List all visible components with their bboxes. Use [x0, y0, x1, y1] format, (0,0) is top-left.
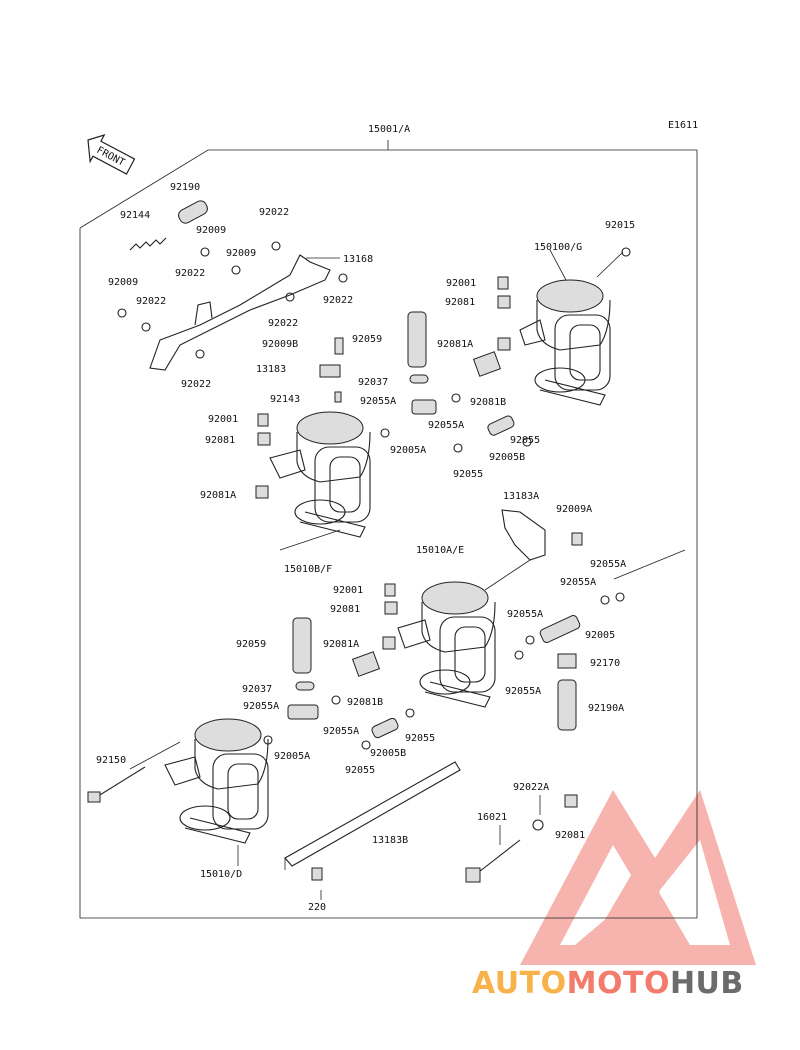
part-label: 92055A [505, 686, 541, 697]
bracket-13183a [501, 509, 546, 561]
part-label: 92022A [513, 782, 549, 793]
part-label: 92055A [428, 420, 464, 431]
part-label: 16021 [477, 812, 507, 823]
part-label: 92059 [352, 334, 382, 345]
spring-92144 [129, 237, 167, 251]
part-label: 92143 [270, 394, 300, 405]
part-label: 92055 [510, 435, 540, 446]
part-label: 150100/G [534, 242, 582, 253]
part-label: 92005B [489, 452, 525, 463]
part-label: 92001 [446, 278, 476, 289]
part-label: 15010B/F [284, 564, 332, 575]
link-bracket [149, 254, 331, 371]
part-label: 92055 [453, 469, 483, 480]
carburetor-15010b-f [269, 411, 371, 538]
part-label: 92055 [405, 733, 435, 744]
part-label: 92009 [108, 277, 138, 288]
cable-16021 [465, 839, 521, 883]
part-label: 92005A [274, 751, 310, 762]
part-label: 92022 [136, 296, 166, 307]
part-label: 92009 [196, 225, 226, 236]
part-label: 13168 [343, 254, 373, 265]
part-label: 92037 [358, 377, 388, 388]
part-label: 92081 [205, 435, 235, 446]
part-label: 13183A [503, 491, 539, 502]
brand-wordmark: AUTOMOTOHUB [472, 964, 744, 1004]
part-label: 92170 [590, 658, 620, 669]
connector-92005-right [539, 615, 581, 643]
part-label: 92005B [370, 748, 406, 759]
leader-lines [129, 249, 686, 900]
part-label: 13183 [256, 364, 286, 375]
part-label: 92009B [262, 339, 298, 350]
drawing-code: E1611 [668, 120, 698, 131]
part-label: 92059 [236, 639, 266, 650]
part-label: 92081B [347, 697, 383, 708]
part-label: 92037 [242, 684, 272, 695]
brand-logo-icon [520, 790, 756, 965]
part-label: 92005 [585, 630, 615, 641]
part-label: 92190 [170, 182, 200, 193]
part-label: 92022 [268, 318, 298, 329]
front-arrow-icon [87, 134, 136, 175]
logo-inner-cut [560, 845, 640, 945]
connector-92005b-mid [371, 717, 399, 739]
part-label: 92022 [181, 379, 211, 390]
part-label: 92055A [243, 701, 279, 712]
part-label: 92055A [360, 396, 396, 407]
part-label: 92081A [437, 339, 473, 350]
part-label: 92005A [390, 445, 426, 456]
part-label: 220 [308, 902, 326, 913]
carburetor-15010a-e [397, 581, 496, 708]
connector-92005b-top [487, 415, 515, 436]
part-label: 92055 [345, 765, 375, 776]
connector-92005a-mid [287, 704, 319, 720]
part-label: 92055A [507, 609, 543, 620]
part-label: 92022 [175, 268, 205, 279]
part-label: 15010/D [200, 869, 242, 880]
part-label: 92001 [333, 585, 363, 596]
part-label: 92190A [588, 703, 624, 714]
part-label: 92001 [208, 414, 238, 425]
part-label: 92009A [556, 504, 592, 515]
part-labels: E1611 FRONT 15001/A 92190 92144 92009 92… [95, 120, 699, 913]
brand-part-hub: HUB [669, 966, 744, 1001]
tube-92059-mid [292, 617, 312, 674]
part-label: 13183B [372, 835, 408, 846]
part-label: 92055A [590, 559, 626, 570]
part-label: 92015 [605, 220, 635, 231]
tube-92190 [178, 200, 208, 224]
part-label: 92081 [445, 297, 475, 308]
part-label: 92055A [323, 726, 359, 737]
logo-inner-triangle [590, 860, 690, 945]
assembly-label: 15001/A [368, 124, 410, 135]
part-label: 92081 [330, 604, 360, 615]
part-label: 92009 [226, 248, 256, 259]
part-label: 15010A/E [416, 545, 464, 556]
part-label: 92144 [120, 210, 150, 221]
tube-92190a [557, 679, 577, 731]
tube-92059-top [407, 311, 427, 368]
part-label: 92081A [200, 490, 236, 501]
part-label: 92150 [96, 755, 126, 766]
part-label: 92022 [259, 207, 289, 218]
part-label: 92055A [560, 577, 596, 588]
part-label: 92081A [323, 639, 359, 650]
brand-part-auto: AUTO [472, 966, 567, 1001]
brand-part-moto: MOTO [566, 966, 670, 1001]
screw-92150 [87, 766, 146, 803]
bracket-13183b [284, 761, 461, 870]
springs-and-jets [255, 276, 583, 881]
carburetor-15010-d [164, 718, 269, 844]
part-label: 92081B [470, 397, 506, 408]
carburetor-150100-g [519, 279, 611, 406]
part-label: 92022 [323, 295, 353, 306]
part-label: 92081 [555, 830, 585, 841]
assembly-frame [79, 140, 698, 919]
connector-92005a-top [411, 399, 437, 415]
